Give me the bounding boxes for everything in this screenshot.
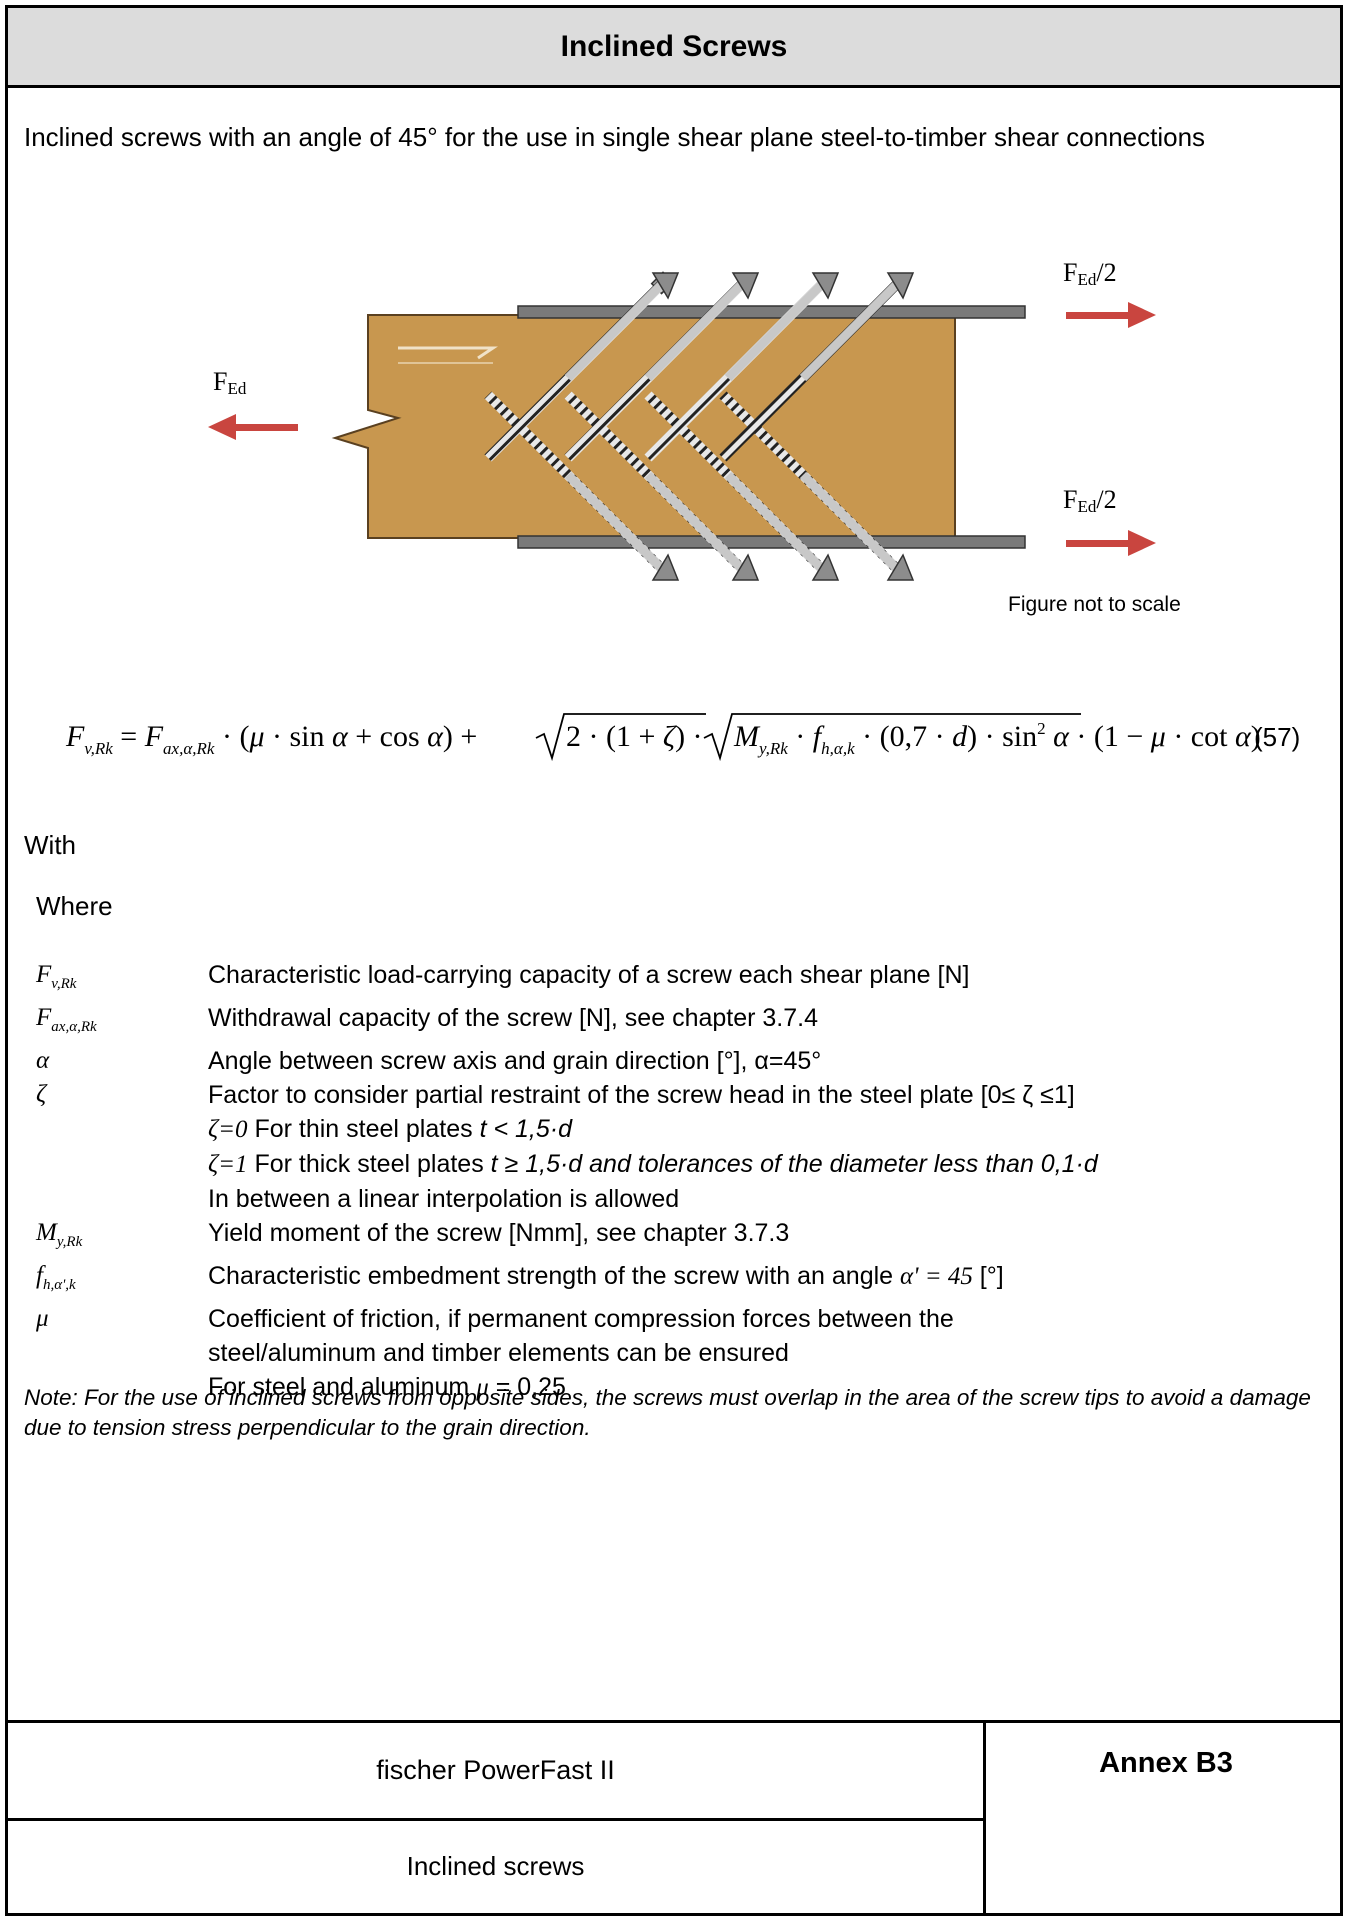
steel-plate-bottom <box>517 535 1026 549</box>
definition-row: α Angle between screw axis and grain dir… <box>36 1047 822 1075</box>
with-label: With <box>24 830 76 860</box>
force-right-top-label: FEd/2 <box>1063 258 1117 289</box>
definition-row-cont: steel/aluminum and timber elements can b… <box>208 1339 789 1367</box>
zeta-thick-row: ζ=1 For thick steel plates t ≥ 1,5·d and… <box>208 1150 1098 1178</box>
arrow-right-top <box>1066 302 1156 328</box>
steel-plate-top <box>517 305 1026 319</box>
force-right-bottom-label: FEd/2 <box>1063 485 1117 516</box>
subtitle: Inclined screws <box>406 1850 585 1881</box>
zeta-thin-row: ζ=0 For thin steel plates t < 1,5·d <box>208 1115 572 1143</box>
interpolation-row: In between a linear interpolation is all… <box>208 1185 680 1213</box>
grain-arrow <box>398 346 498 360</box>
divider <box>8 1818 986 1821</box>
definitions-list: Fv,Rk Characteristic load-carrying capac… <box>36 958 1326 1405</box>
screws-bottom <box>484 391 915 581</box>
definition-row: fh,α',k Characteristic embedment strengt… <box>36 1262 1004 1293</box>
definition-row: μ Coefficient of friction, if permanent … <box>36 1305 954 1333</box>
footer: fischer PowerFast II Inclined screws Ann… <box>8 1720 1340 1913</box>
svg-text:My,Rk · fh,α,k · (0,7 · d) · s: My,Rk · fh,α,k · (0,7 · d) · sin2 α · (1… <box>733 719 1261 758</box>
svg-text:Fv,Rk = Fax,α,Rk · (μ · sin α: Fv,Rk = Fax,α,Rk · (μ · sin α + cos α) + <box>65 720 477 758</box>
formula-57: Fv,Rk = Fax,α,Rk · (μ · sin α + cos α) +… <box>65 708 1316 768</box>
page-frame: Inclined Screws Inclined screws with an … <box>5 5 1343 1916</box>
annex-label: Annex B3 <box>1099 1746 1233 1779</box>
definition-row: Fv,Rk Characteristic load-carrying capac… <box>36 961 970 992</box>
note-text: Note: For the use of inclined screws fro… <box>24 1385 1311 1440</box>
definition-row: My,Rk Yield moment of the screw [Nmm], s… <box>36 1219 790 1250</box>
arrow-left <box>208 414 298 440</box>
arrow-right-bottom <box>1066 530 1156 556</box>
where-label: Where <box>36 891 113 921</box>
svg-text:(57): (57) <box>1254 722 1300 752</box>
definition-row-cont: For steel and aluminum μ = 0,25 <box>208 1373 566 1401</box>
definition-row: Fax,α,Rk Withdrawal capacity of the scre… <box>36 1004 818 1035</box>
page-title: Inclined Screws <box>8 8 1340 88</box>
force-left-label: FEd <box>213 367 247 398</box>
svg-text:2 · (1 + ζ) ·: 2 · (1 + ζ) · <box>566 720 703 753</box>
product-name: fischer PowerFast II <box>376 1755 615 1785</box>
timber-member <box>331 314 956 539</box>
connection-figure: FEd FEd/2 FEd/2 Figure not to scale <box>208 258 1181 616</box>
intro-text: Inclined screws with an angle of 45° for… <box>24 122 1206 152</box>
figure-caption: Figure not to scale <box>1008 593 1181 616</box>
definition-row: ζ Factor to consider partial restraint o… <box>36 1081 1075 1109</box>
